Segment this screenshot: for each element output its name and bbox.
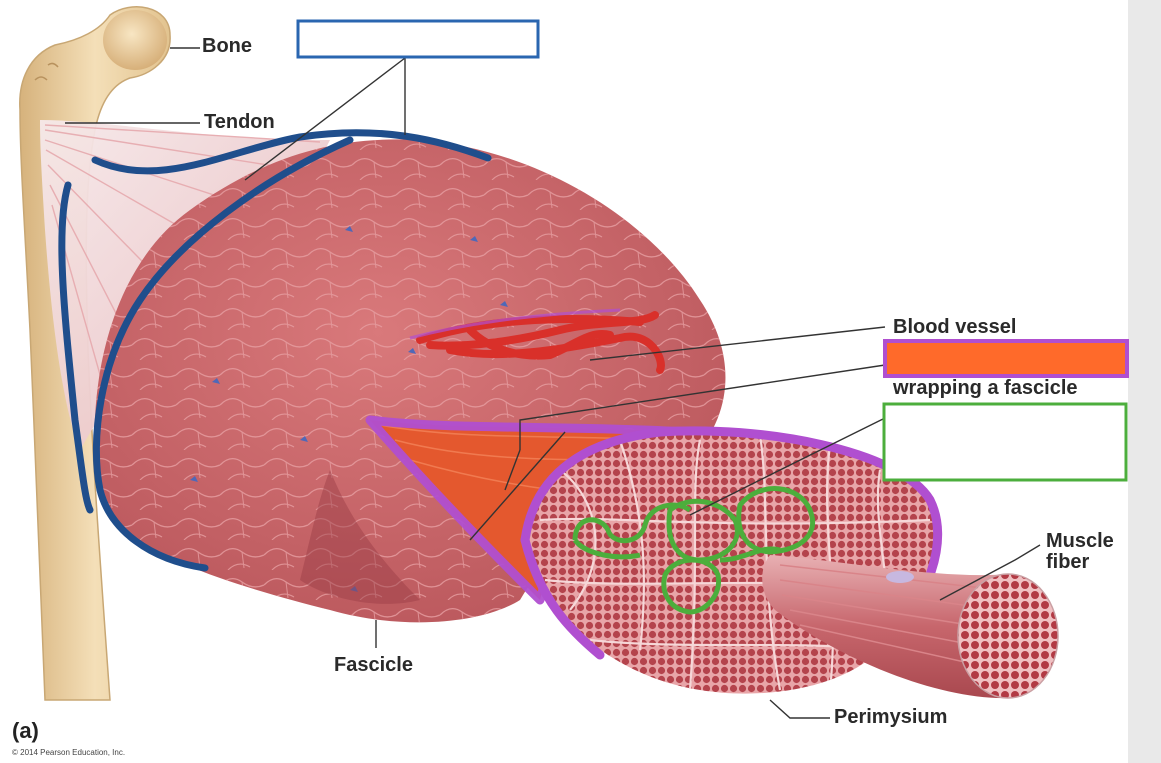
label-muscle-fiber: Muscle fiber: [1046, 530, 1114, 573]
blue-annotation-outline: [58, 129, 492, 572]
leader-lines: [65, 47, 1041, 719]
page-edge-strip: [1128, 0, 1161, 763]
figure-tag: (a): [12, 718, 39, 743]
blank-label-box-green: [882, 402, 1128, 482]
label-blood-vessel: Blood vessel: [893, 316, 1017, 338]
label-bone: Bone: [202, 35, 252, 57]
orange-label-box: [883, 339, 1129, 378]
label-wrapping-fascicle: wrapping a fascicle: [893, 377, 1078, 399]
muscle-fiber-shape: [762, 555, 1059, 699]
label-tendon: Tendon: [204, 111, 275, 133]
label-perimysium: Perimysium: [834, 706, 948, 728]
green-annotation-outline: [572, 486, 816, 615]
label-fascicle: Fascicle: [334, 654, 413, 676]
copyright-notice: © 2014 Pearson Education, Inc.: [12, 748, 126, 757]
blank-label-box-top: [296, 19, 540, 59]
